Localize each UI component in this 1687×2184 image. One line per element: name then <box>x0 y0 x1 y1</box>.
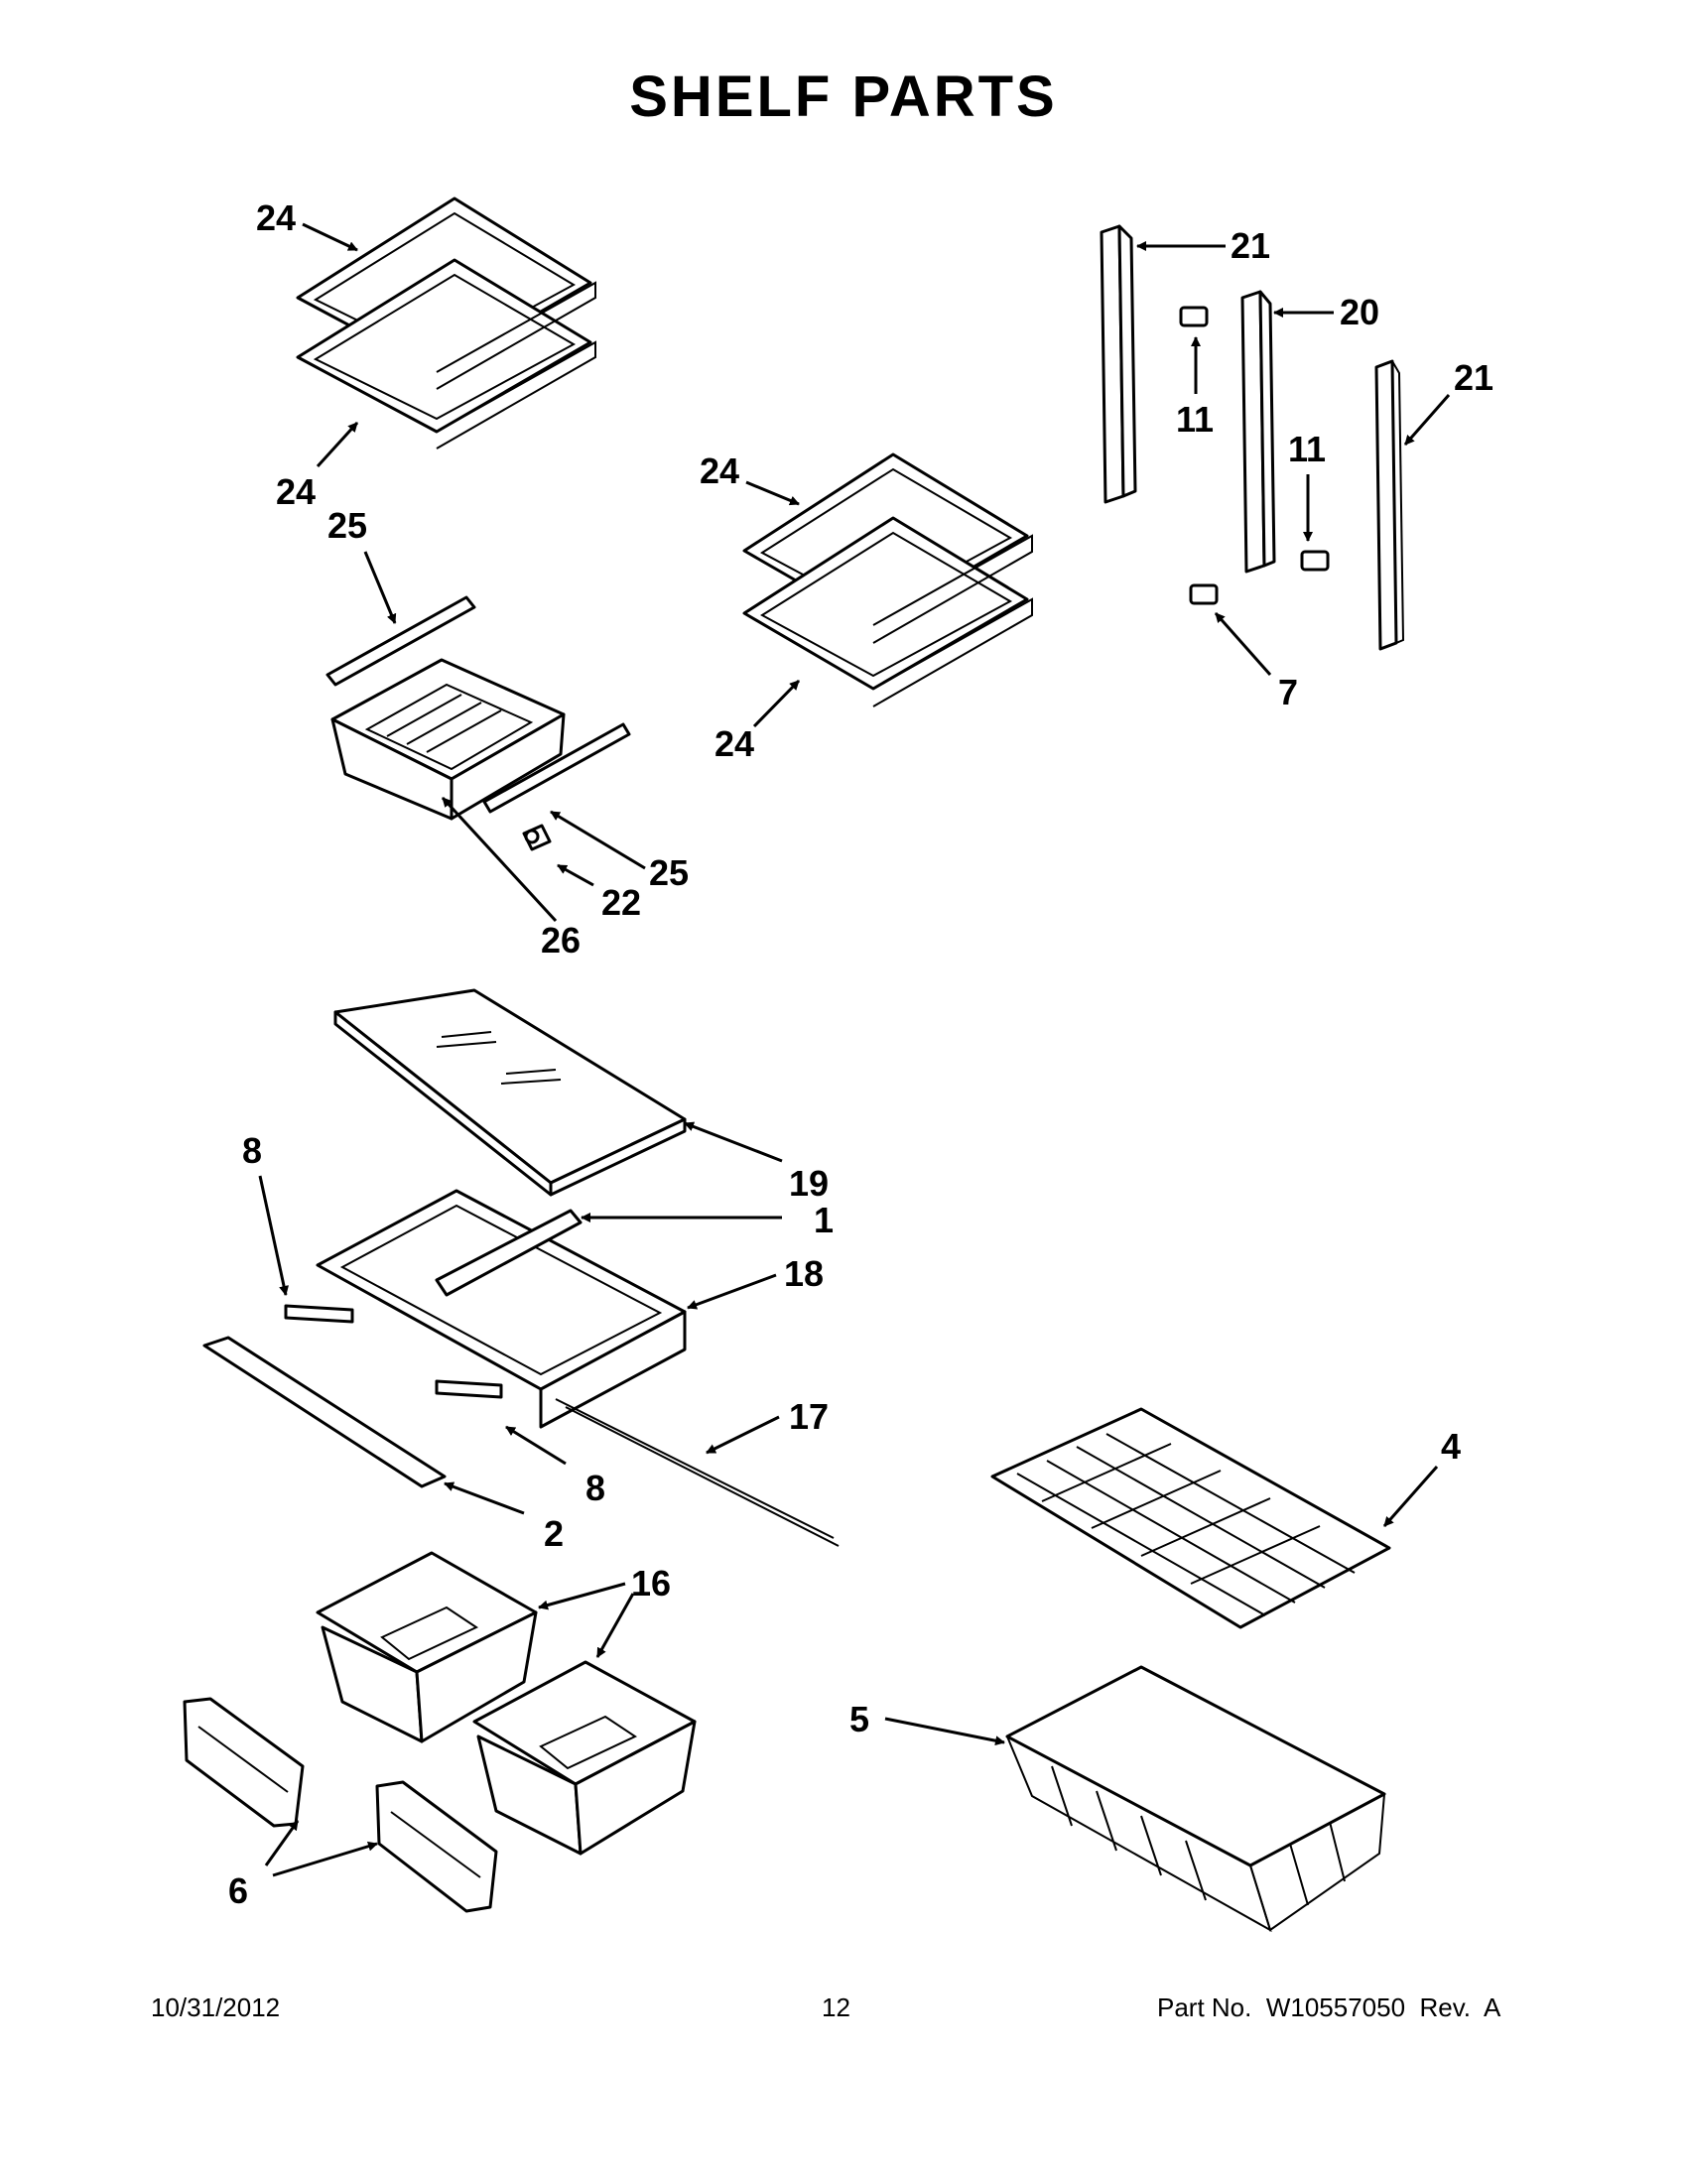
leader-lines <box>258 222 1451 1877</box>
callout-11: 11 <box>1288 429 1326 469</box>
wire-shelf <box>990 1407 1391 1629</box>
callout-8: 8 <box>585 1468 605 1508</box>
callout-7: 7 <box>1278 672 1298 712</box>
callout-11: 11 <box>1176 399 1214 440</box>
callout-labels: 24 24 25 25 22 26 24 24 21 20 21 11 11 7… <box>228 197 1493 1911</box>
callout-2: 2 <box>544 1513 564 1554</box>
rails-and-screws <box>1100 224 1405 651</box>
callout-24: 24 <box>700 450 739 491</box>
callout-26: 26 <box>541 920 581 961</box>
callout-22: 22 <box>601 882 641 923</box>
drawer-assembly <box>325 595 631 851</box>
callout-17: 17 <box>789 1396 829 1437</box>
shelf-frame <box>202 1189 840 1547</box>
callout-21: 21 <box>1454 357 1493 398</box>
callout-21: 21 <box>1231 225 1270 266</box>
shelf-pair-upper-left <box>296 196 596 450</box>
wire-basket <box>1005 1665 1386 1933</box>
callout-16: 16 <box>631 1563 671 1604</box>
callout-4: 4 <box>1441 1426 1461 1467</box>
footer-page-number: 12 <box>822 1992 850 2022</box>
page-title: SHELF PARTS <box>629 64 1058 129</box>
callout-1: 1 <box>814 1200 834 1240</box>
footer-date: 10/31/2012 <box>151 1992 281 2022</box>
crisper-drawers <box>316 1551 697 1856</box>
callout-25: 25 <box>327 505 367 546</box>
callout-6: 6 <box>228 1870 248 1911</box>
footer-part-info: Part No. W10557050 Rev. A <box>1157 1992 1501 2022</box>
shelf-pair-middle <box>742 452 1033 707</box>
callout-19: 19 <box>789 1163 829 1204</box>
callout-25: 25 <box>649 852 689 893</box>
callout-20: 20 <box>1340 292 1379 332</box>
callout-24: 24 <box>276 471 316 512</box>
glass-shelf <box>333 988 687 1197</box>
callout-18: 18 <box>784 1253 824 1294</box>
callout-24: 24 <box>714 723 754 764</box>
drawer-handles <box>183 1697 498 1913</box>
callout-8: 8 <box>242 1130 262 1171</box>
callout-24: 24 <box>256 197 296 238</box>
callout-5: 5 <box>849 1699 869 1739</box>
